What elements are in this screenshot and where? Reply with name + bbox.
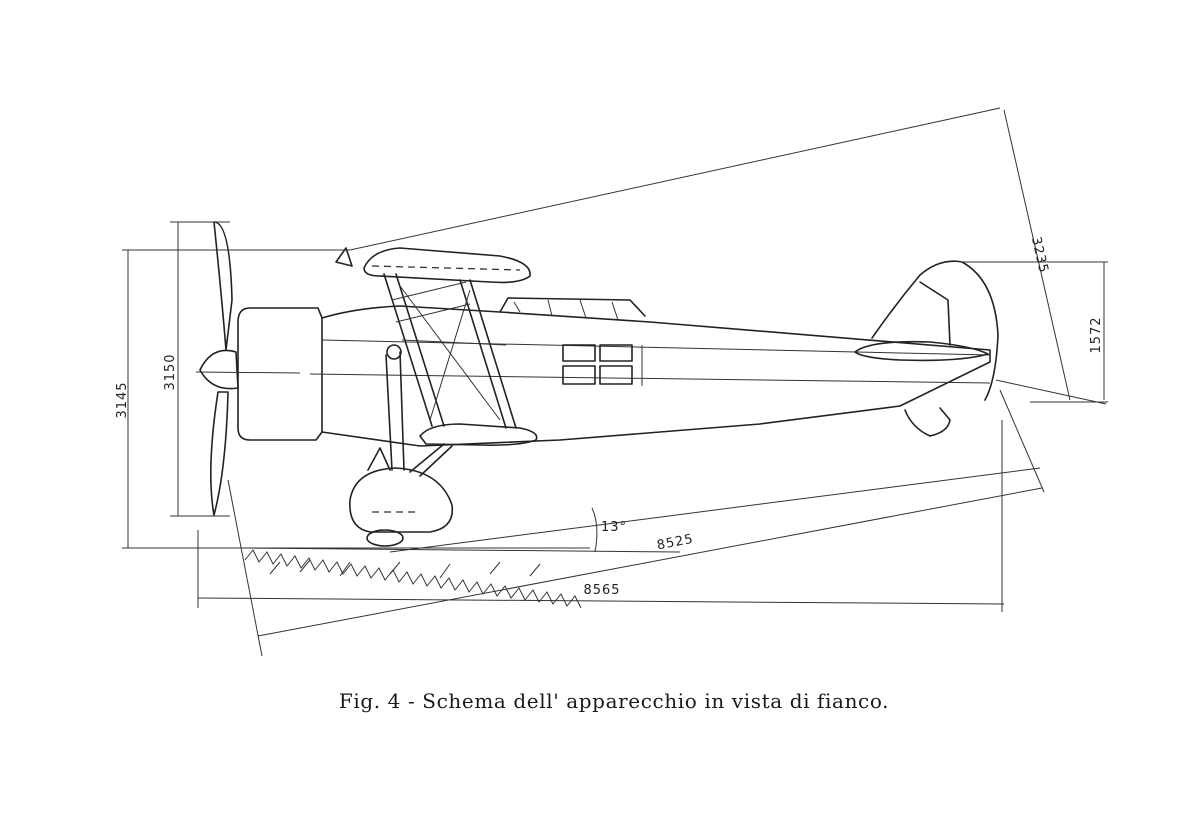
fuselage [309, 260, 999, 447]
dim-ground-angle: 13° [601, 520, 627, 535]
dim-propeller-height: 3150 [163, 353, 178, 390]
dim-tail-height: 1572 [1089, 316, 1104, 353]
dimension-labels: 3150 3145 3235 1572 8525 8565 13° [115, 235, 1104, 598]
upper-wing [335, 247, 531, 284]
dim-length-tilted: 8525 [656, 532, 695, 554]
landing-gear [349, 344, 454, 547]
dim-overall-height: 3145 [115, 381, 130, 418]
lower-wing [419, 423, 538, 446]
dimension-lines [122, 107, 1108, 657]
figure-label: Fig. 4 [338, 689, 402, 713]
dim-height-tilted: 3235 [1028, 235, 1051, 275]
engine-cowling [237, 307, 323, 441]
propeller [170, 221, 239, 517]
dim-overall-length: 8565 [583, 583, 620, 598]
wing-struts [383, 273, 517, 429]
figure-caption: Fig. 4 - Schema dell' apparecchio in vis… [0, 689, 1200, 713]
caption-text: Schema dell' apparecchio in vista di fia… [422, 689, 890, 713]
caption-separator: - [401, 689, 423, 713]
